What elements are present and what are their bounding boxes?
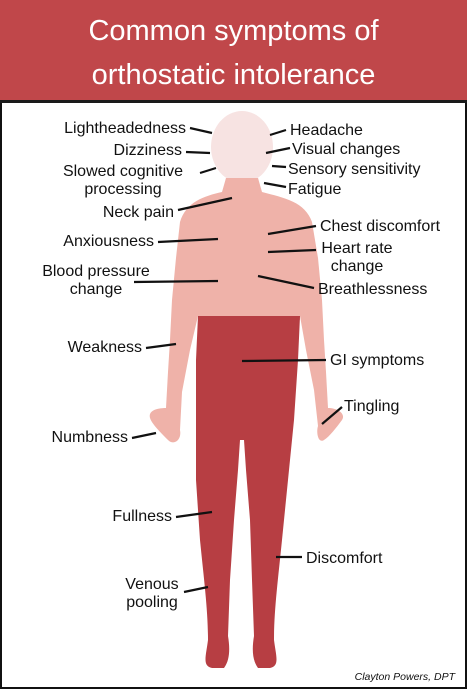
label-tingling: Tingling xyxy=(344,398,399,416)
leader-lightheadedness xyxy=(190,128,212,133)
leader-numbness xyxy=(132,433,156,438)
label-slowed-cognitive-1: Slowed cognitive xyxy=(50,163,196,181)
label-venous-2: pooling xyxy=(116,594,188,612)
author-credit: Clayton Powers, DPT xyxy=(355,671,455,683)
label-blood-pressure-1: Blood pressure xyxy=(32,263,160,281)
label-numbness: Numbness xyxy=(52,429,128,447)
label-blood-pressure-2: change xyxy=(32,281,160,299)
label-discomfort: Discomfort xyxy=(306,550,382,568)
leader-dizziness xyxy=(186,152,210,153)
label-weakness: Weakness xyxy=(68,339,142,357)
head xyxy=(211,111,273,183)
label-neck-pain: Neck pain xyxy=(103,204,174,222)
label-dizziness: Dizziness xyxy=(114,142,182,160)
leader-headache xyxy=(270,130,286,135)
label-fullness: Fullness xyxy=(112,508,172,526)
label-gi-symptoms: GI symptoms xyxy=(330,352,424,370)
label-fatigue: Fatigue xyxy=(288,181,341,199)
leader-sensory-sensitivity xyxy=(272,166,286,167)
leader-slowed-cognitive xyxy=(200,168,216,173)
label-headache: Headache xyxy=(290,122,363,140)
label-slowed-cognitive-2: processing xyxy=(50,181,196,199)
label-chest-discomfort: Chest discomfort xyxy=(320,218,440,236)
label-visual-changes: Visual changes xyxy=(292,141,400,159)
label-lightheadedness: Lightheadedness xyxy=(64,120,186,138)
lower-body xyxy=(196,316,300,668)
label-sensory-sensitivity: Sensory sensitivity xyxy=(288,161,421,179)
label-venous-1: Venous xyxy=(116,576,188,594)
label-anxiousness: Anxiousness xyxy=(63,233,154,251)
label-heart-rate-2: change xyxy=(312,258,402,276)
leader-fatigue xyxy=(264,183,286,187)
label-breathlessness: Breathlessness xyxy=(318,281,427,299)
leader-gi-symptoms xyxy=(242,360,326,361)
label-heart-rate-1: Heart rate xyxy=(312,240,402,258)
